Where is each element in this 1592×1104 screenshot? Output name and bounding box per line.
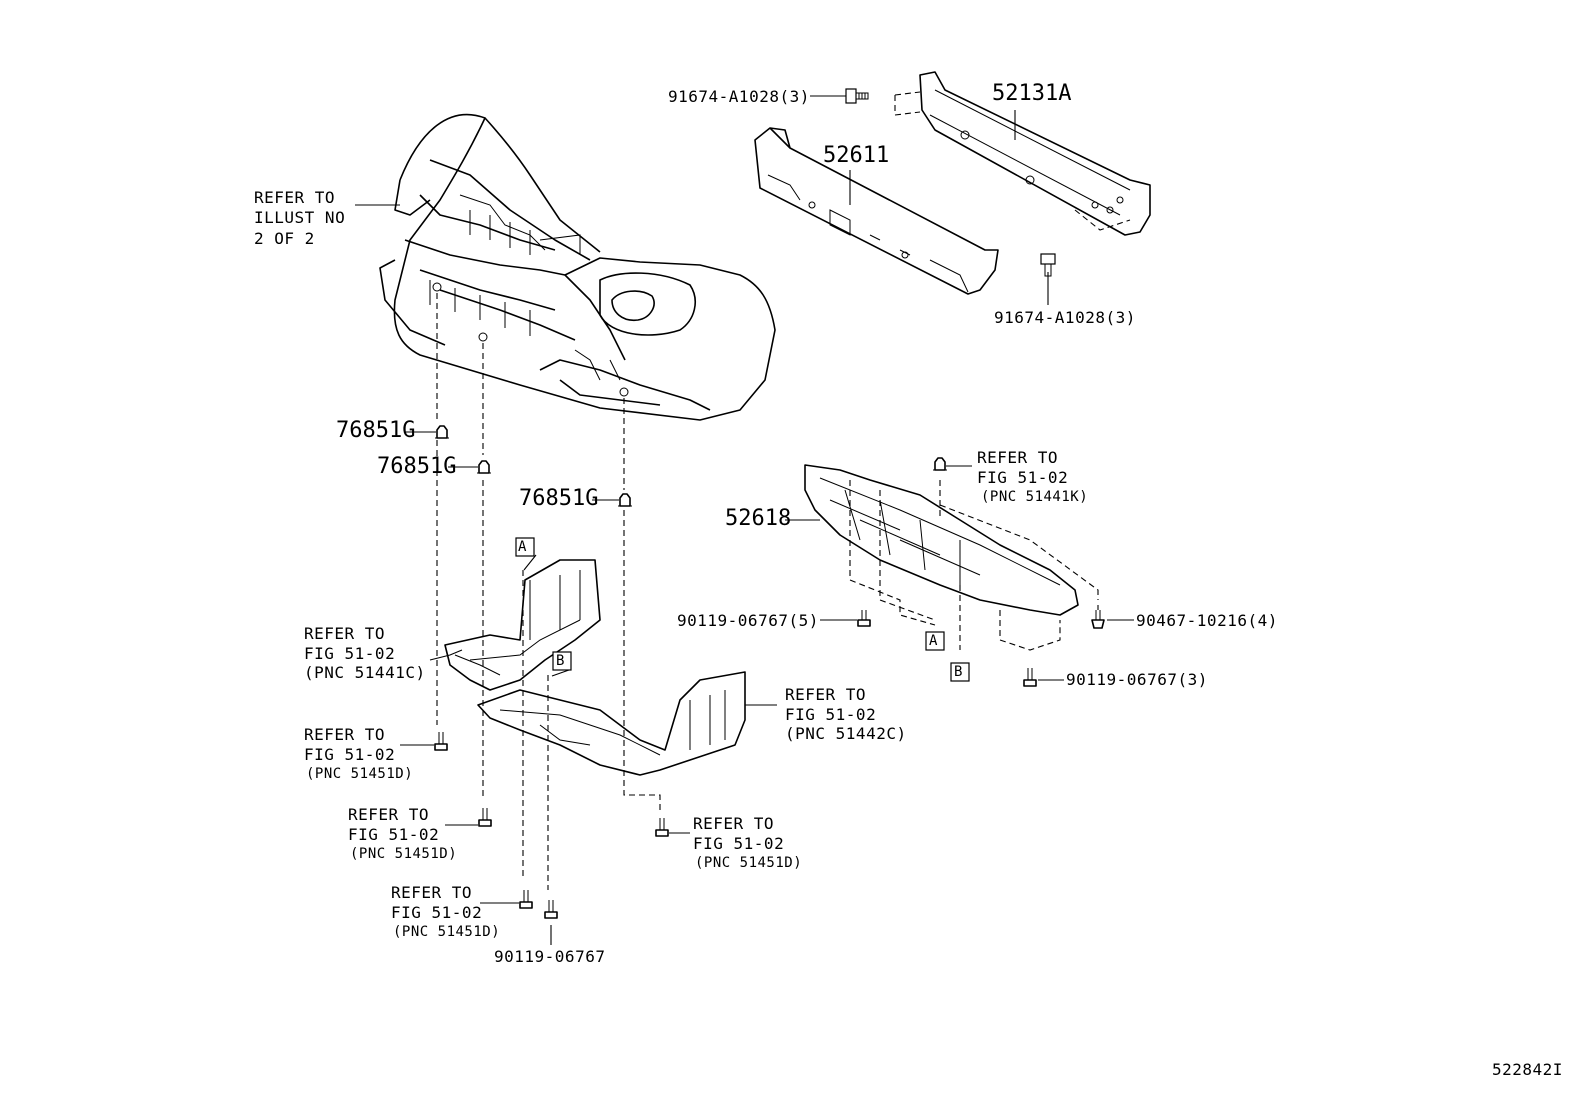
fastener-icons: [434, 88, 1105, 919]
assembly-lines: [436, 293, 1099, 890]
screw-icon: [519, 890, 533, 909]
refer-51441c-line1: REFER TO: [304, 624, 386, 643]
refer-51441c-line2: FIG 51-02: [304, 644, 396, 663]
refer-51442c-line1: REFER TO: [785, 685, 867, 704]
screw-icon: [544, 900, 558, 919]
refer-51441c-line3: (PNC 51441C): [304, 663, 426, 682]
clip-icon: [477, 460, 491, 474]
screw-icon: [434, 732, 448, 751]
part-number-76851g-3: 76851G: [519, 486, 599, 511]
refer-51451d-c-line3: (PNC 51451D): [695, 855, 803, 871]
refer-51451d-b-line3: (PNC 51451D): [350, 846, 458, 862]
splash-shield-left-drawing: [444, 559, 601, 691]
bumper-absorber-drawing: [754, 127, 999, 295]
refer-51451d-a-line3: (PNC 51451D): [306, 766, 414, 782]
marker-a-left: A: [518, 539, 527, 555]
clip-icon: [933, 457, 947, 471]
refer-51451d-d-line2: FIG 51-02: [391, 903, 483, 922]
refer-51442c-line3: (PNC 51442C): [785, 724, 907, 743]
part-number-76851g-1: 76851G: [336, 418, 416, 443]
refer-51451d-b-line2: FIG 51-02: [348, 825, 440, 844]
clip-icon: [618, 493, 632, 507]
under-cover-drawing: [804, 464, 1099, 651]
bumper-cover-drawing: [379, 113, 776, 421]
marker-a-right: A: [929, 633, 938, 649]
refer-51442c-line2: FIG 51-02: [785, 705, 877, 724]
clip-icon: [1091, 610, 1105, 629]
refer-illust-line1: REFER TO: [254, 188, 336, 207]
clip-icon: [435, 425, 449, 439]
part-number-90119-single: 90119-06767: [494, 947, 606, 966]
refer-51451d-c-line2: FIG 51-02: [693, 834, 785, 853]
refer-51451d-c-line1: REFER TO: [693, 814, 775, 833]
marker-b-left: B: [556, 653, 565, 669]
refer-illust-line2: ILLUST NO: [254, 208, 346, 227]
reference-markers: [515, 537, 970, 682]
splash-shield-right-drawing: [477, 671, 746, 776]
part-number-91674-bottom: 91674-A1028(3): [994, 308, 1136, 327]
marker-b-left-box: [552, 651, 572, 671]
refer-51451d-a-line2: FIG 51-02: [304, 745, 396, 764]
part-number-52131a: 52131A: [992, 81, 1072, 106]
refer-51451d-d-line1: REFER TO: [391, 883, 473, 902]
refer-51451d-b-line1: REFER TO: [348, 805, 430, 824]
refer-51441k-line1: REFER TO: [977, 448, 1059, 467]
part-number-90467: 90467-10216(4): [1136, 611, 1278, 630]
refer-51441k-line3: (PNC 51441K): [981, 489, 1089, 505]
part-number-91674-top: 91674-A1028(3): [668, 87, 810, 106]
screw-icon: [655, 818, 669, 837]
marker-a-right-box: [925, 631, 945, 651]
screw-icon: [857, 610, 871, 627]
refer-illust-line3: 2 OF 2: [254, 229, 315, 248]
part-number-90119-3: 90119-06767(3): [1066, 670, 1208, 689]
bolt-icon: [845, 88, 869, 104]
part-number-90119-5: 90119-06767(5): [677, 611, 819, 630]
refer-51441k-line2: FIG 51-02: [977, 468, 1069, 487]
refer-51451d-a-line1: REFER TO: [304, 725, 386, 744]
part-number-52611: 52611: [823, 143, 890, 168]
leader-lines: [355, 95, 1134, 945]
refer-51451d-d-line3: (PNC 51451D): [393, 924, 501, 940]
bumper-reinforcement-drawing: [894, 71, 1151, 236]
marker-a-left-box: [515, 537, 535, 557]
part-number-76851g-2: 76851G: [377, 454, 457, 479]
marker-b-right-box: [950, 662, 970, 682]
marker-b-right: B: [954, 664, 963, 680]
diagram-id: 522842I: [1492, 1060, 1563, 1079]
screw-icon: [478, 808, 492, 827]
part-number-52618: 52618: [725, 506, 792, 531]
screw-icon: [1023, 668, 1037, 687]
